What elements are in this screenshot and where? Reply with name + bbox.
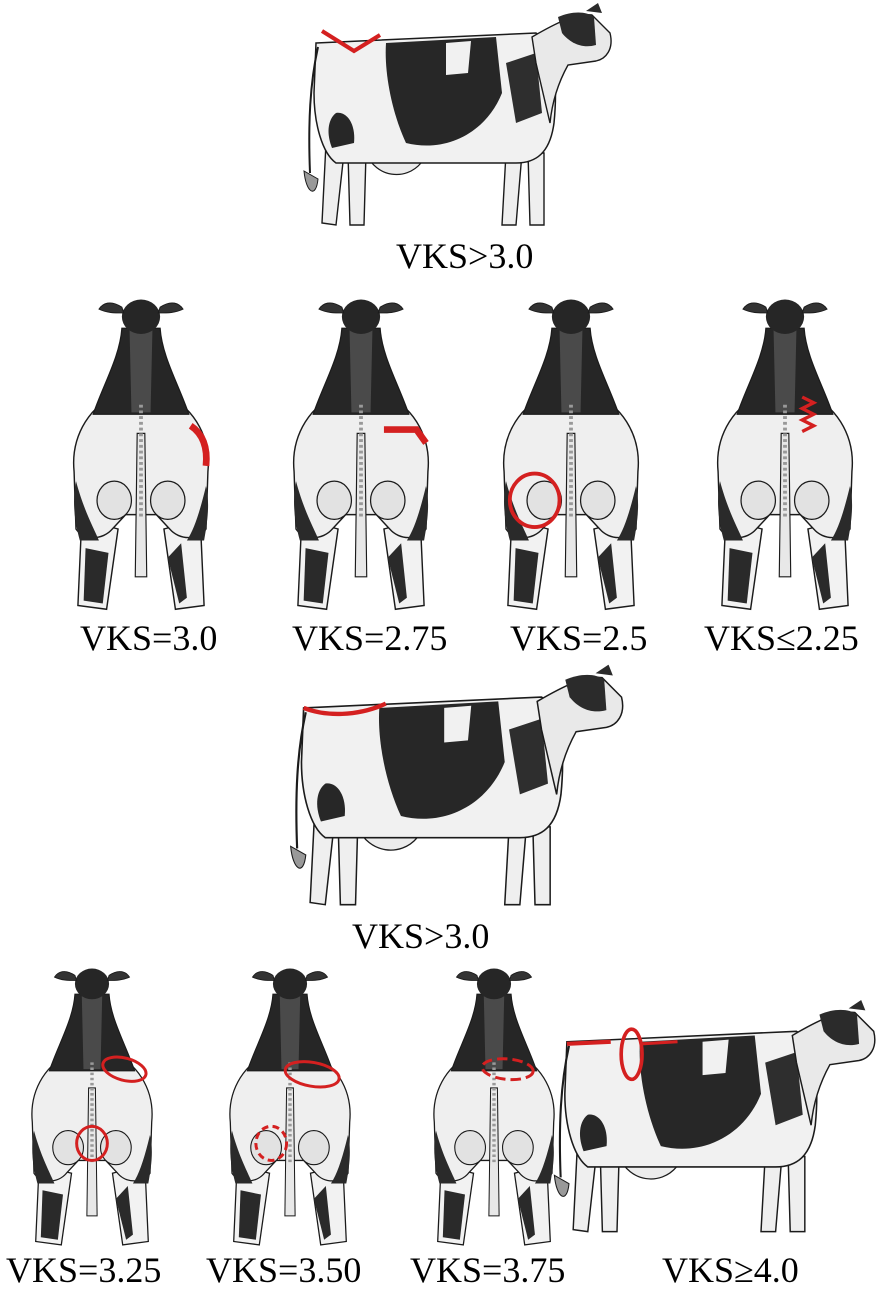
cow-rear-view-icon	[486, 290, 656, 615]
label-rear-3-50: VKS=3.50	[206, 1252, 361, 1288]
back-line-marker	[642, 1042, 677, 1044]
label-rear-3-25: VKS=3.25	[6, 1252, 161, 1288]
label-side-top: VKS>3.0	[396, 238, 533, 274]
cow-side-view-top	[296, 2, 616, 234]
cow-rear-view-2-75	[276, 290, 446, 615]
label-rear-3-0: VKS=3.0	[80, 620, 217, 656]
cow-rear-view-2-5	[486, 290, 656, 615]
cow-rear-view-2-25	[700, 290, 870, 615]
cow-rear-view-3-50	[206, 960, 374, 1250]
label-side-4-0: VKS≥4.0	[662, 1252, 799, 1288]
cow-rear-view-3-25	[8, 960, 176, 1250]
cow-side-view-icon	[296, 2, 616, 234]
loin-flat-marker	[567, 1042, 611, 1044]
cow-rear-view-3-0	[56, 290, 226, 615]
cow-side-view-middle	[282, 664, 628, 914]
label-rear-2-5: VKS=2.5	[510, 620, 647, 656]
label-side-middle: VKS>3.0	[352, 918, 489, 954]
cow-rear-view-icon	[206, 960, 374, 1250]
cow-rear-view-icon	[276, 290, 446, 615]
cow-side-view-icon	[282, 664, 628, 914]
label-rear-2-75: VKS=2.75	[292, 620, 447, 656]
cow-side-view-icon	[540, 1000, 886, 1240]
label-rear-2-25: VKS≤2.25	[704, 620, 859, 656]
cow-rear-view-icon	[8, 960, 176, 1250]
cow-rear-view-icon	[56, 290, 226, 615]
cow-rear-view-icon	[700, 290, 870, 615]
cow-side-view-4-0	[540, 1000, 886, 1240]
label-rear-3-75: VKS=3.75	[410, 1252, 565, 1288]
